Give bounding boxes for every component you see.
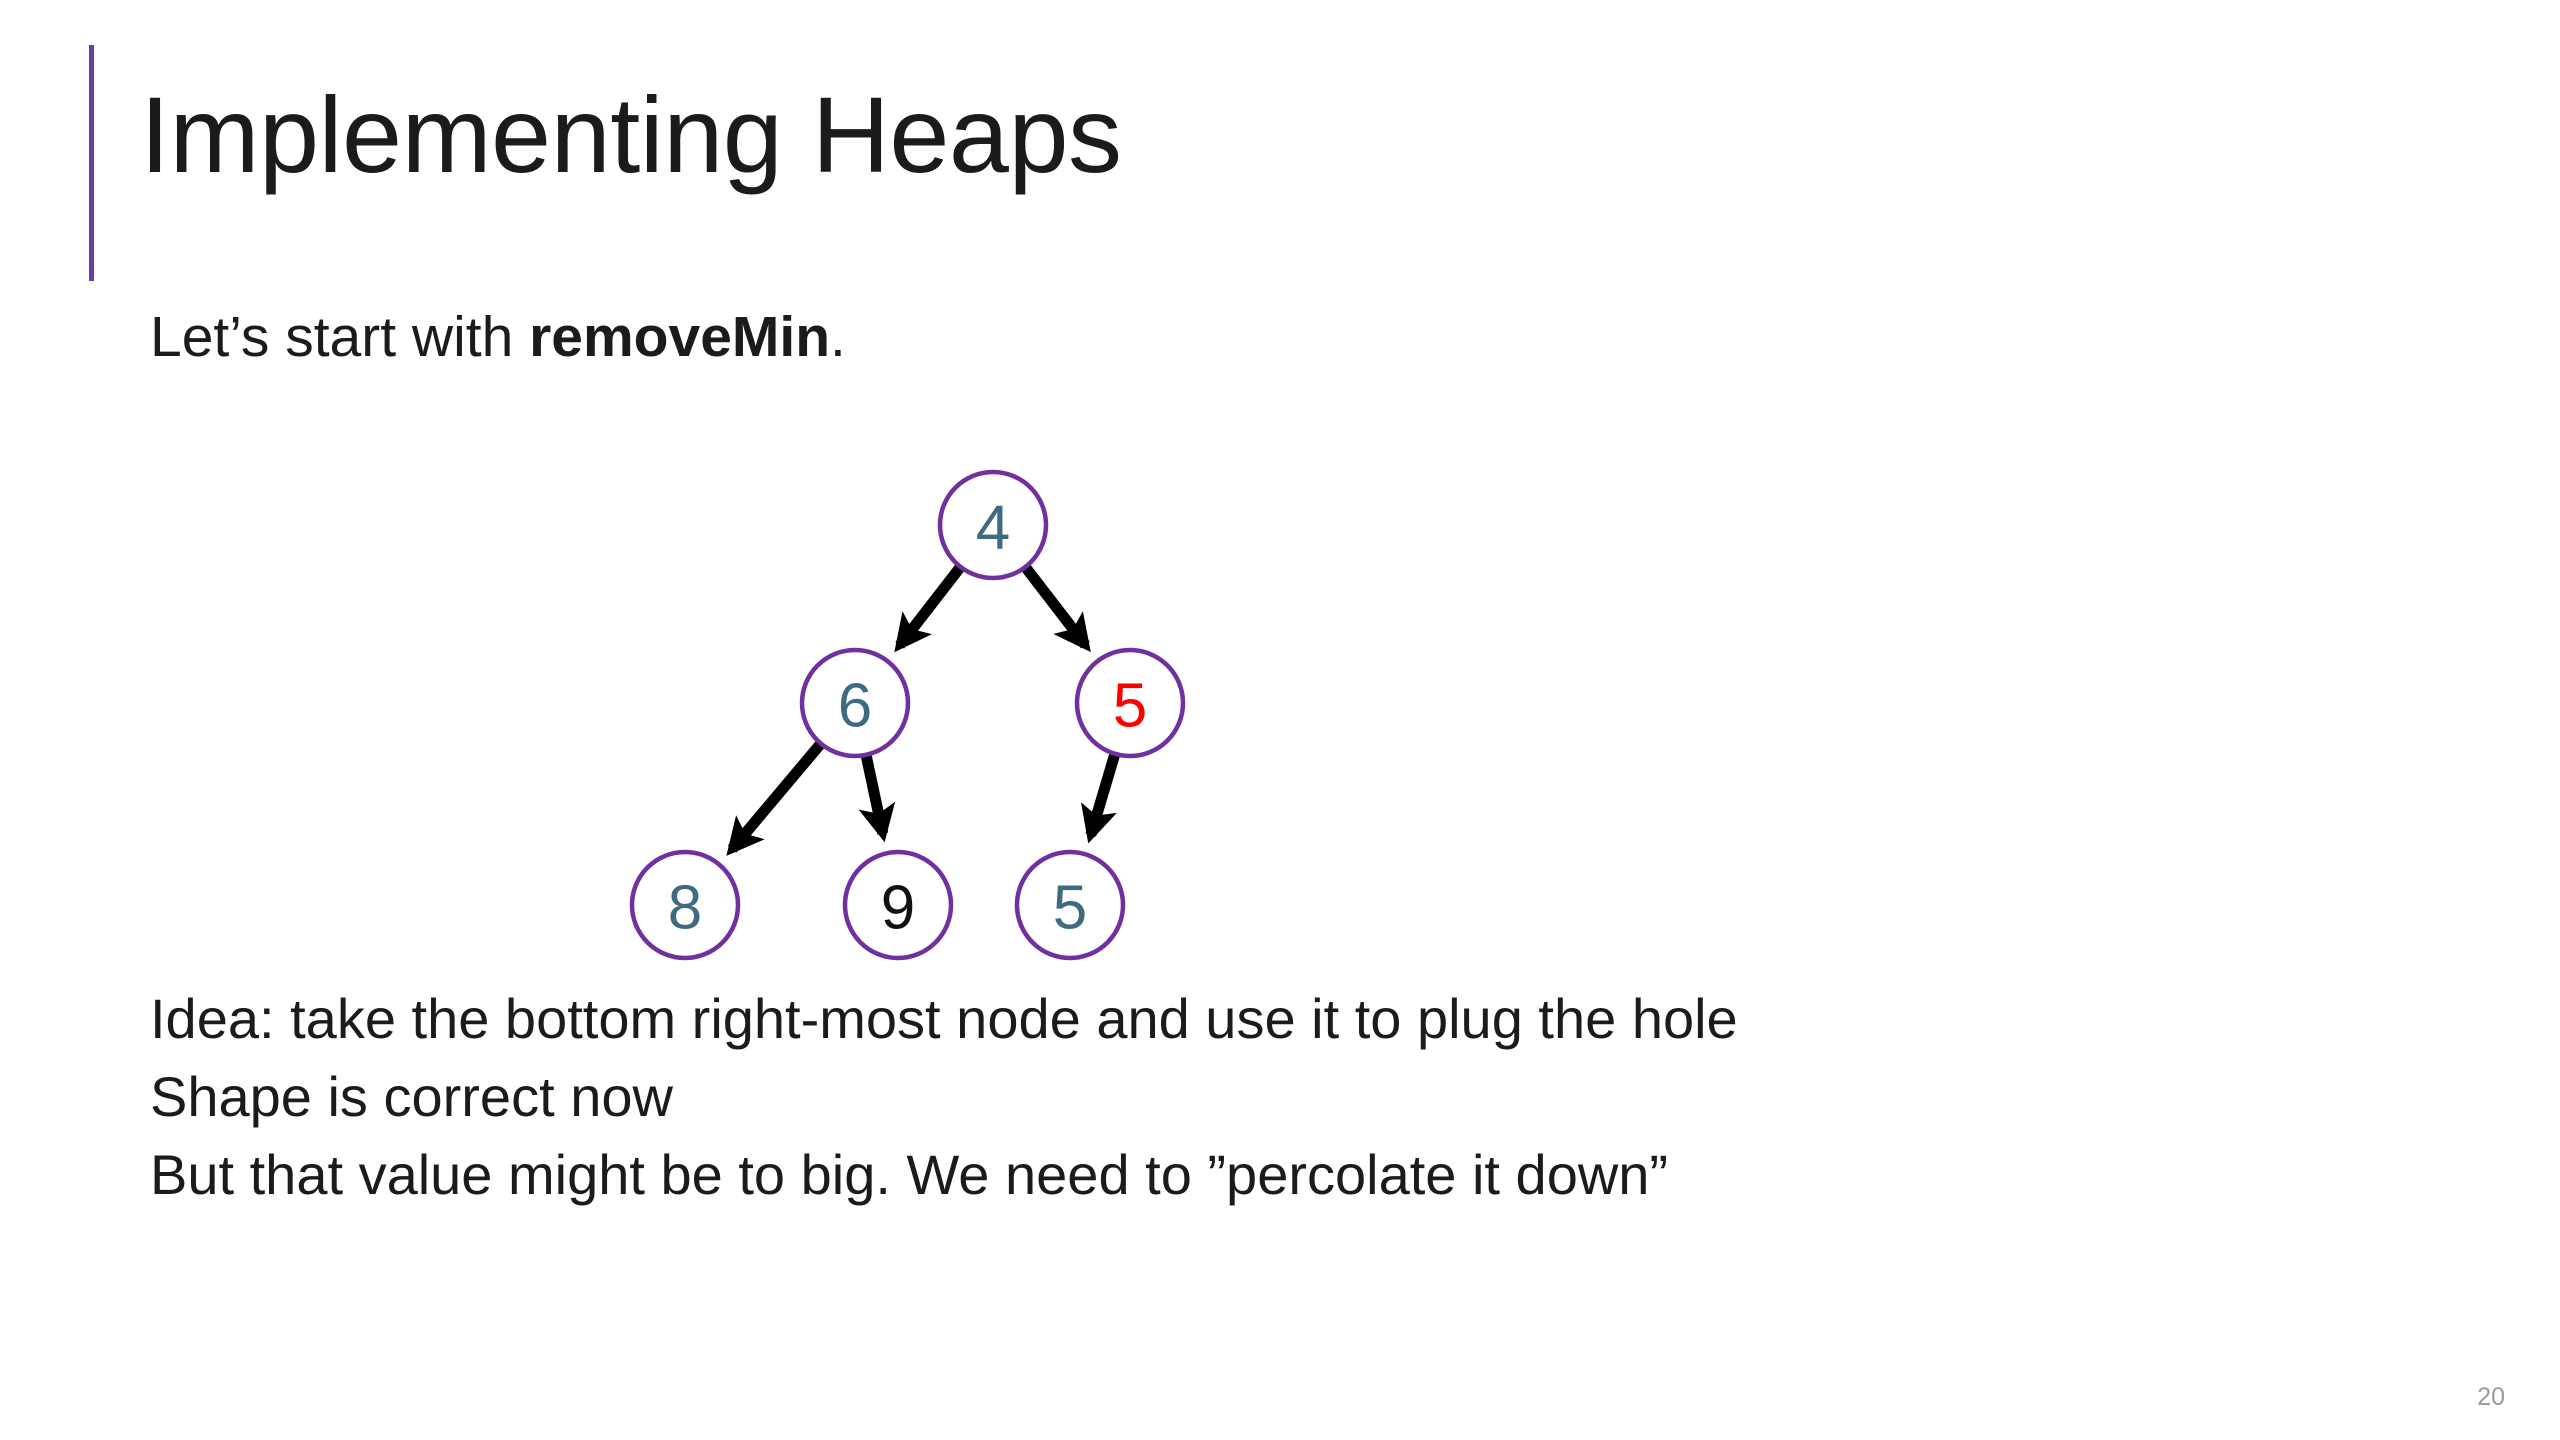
tree-node-left: 6 bbox=[799, 647, 911, 759]
page-number: 20 bbox=[2477, 1383, 2505, 1411]
tree-edge-root-to-left bbox=[894, 564, 965, 653]
tree-edge-root-to-right bbox=[1021, 564, 1091, 653]
tree-node-left-left: 8 bbox=[629, 849, 741, 961]
tree-node-circle-right-left bbox=[1014, 849, 1126, 961]
body-line-1: Idea: take the bottom right-most node an… bbox=[150, 987, 1738, 1050]
intro-suffix: . bbox=[830, 305, 846, 369]
title-accent-bar bbox=[89, 45, 94, 281]
tree-node-circle-right bbox=[1074, 647, 1186, 759]
tree-edge-right-to-right-left bbox=[1081, 753, 1120, 844]
intro-line: Let’s start with removeMin. bbox=[150, 305, 846, 371]
body-line-2: Shape is correct now bbox=[150, 1065, 673, 1129]
tree-node-root: 4 bbox=[937, 469, 1049, 581]
tree-node-circle-left bbox=[799, 647, 911, 759]
tree-node-circle-left-left bbox=[629, 849, 741, 961]
tree-node-label-right-left: 5 bbox=[1053, 874, 1087, 943]
tree-node-right: 5 bbox=[1074, 647, 1186, 759]
tree-edge-left-to-left-left bbox=[726, 740, 825, 856]
tree-node-left-right: 9 bbox=[842, 849, 954, 961]
tree-node-label-left-right: 9 bbox=[881, 874, 915, 943]
tree-node-label-left: 6 bbox=[838, 672, 872, 741]
body-line-3: But that value might be to big. We need … bbox=[150, 1143, 1669, 1207]
tree-edge-left-to-left-right bbox=[858, 754, 896, 843]
intro-emphasis: removeMin bbox=[529, 305, 831, 369]
binary-heap-tree-diagram: 4 6 5 8 9 5 bbox=[560, 440, 1260, 970]
page-title: Implementing Heaps bbox=[140, 74, 1122, 195]
tree-node-label-left-left: 8 bbox=[668, 874, 702, 943]
tree-node-circle-root bbox=[937, 469, 1049, 581]
body-text-block: Idea: take the bottom right-most node an… bbox=[150, 985, 2430, 1220]
tree-node-right-left: 5 bbox=[1014, 849, 1126, 961]
tree-node-label-right: 5 bbox=[1113, 672, 1147, 741]
tree-node-label-root: 4 bbox=[976, 494, 1010, 563]
tree-node-group: 4 6 5 8 9 5 bbox=[629, 469, 1186, 961]
tree-node-circle-left-right bbox=[842, 849, 954, 961]
intro-prefix: Let’s start with bbox=[150, 305, 530, 369]
tree-edge-group bbox=[726, 564, 1120, 856]
